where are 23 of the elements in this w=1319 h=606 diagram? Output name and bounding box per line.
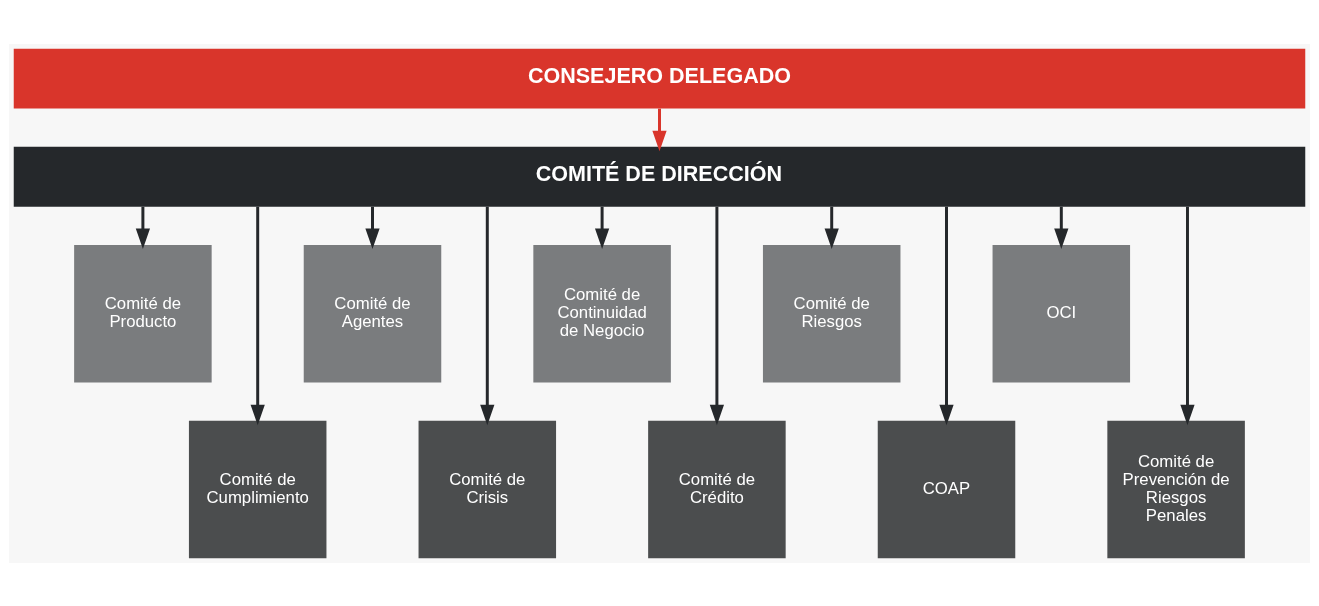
arrow	[1180, 206, 1195, 425]
node-box: Comité de Continuidad de Negocio	[533, 244, 671, 382]
node-box: Comité de Crédito	[648, 420, 786, 558]
node-box: CONSEJERO DELEGADO	[13, 48, 1306, 109]
node-box: Comité de Agentes	[303, 244, 442, 382]
arrow	[594, 206, 610, 249]
node-box: Comité de Riesgos	[762, 244, 901, 382]
arrow	[824, 206, 839, 249]
arrow	[250, 206, 265, 425]
node-box: Comité de Cumplimiento	[188, 420, 327, 558]
node-box: Comité de Prevención de Riesgos Penales	[1107, 420, 1245, 558]
arrow	[480, 206, 495, 425]
arrow	[709, 206, 725, 425]
node-box: Comité de Producto	[74, 244, 212, 382]
node-box: OCI	[992, 244, 1131, 382]
node-box: Comité de Crisis	[418, 420, 557, 558]
arrow	[365, 206, 380, 249]
node-box: COAP	[877, 420, 1016, 558]
arrow	[652, 108, 667, 151]
arrow	[939, 206, 954, 425]
arrow	[135, 206, 150, 249]
arrow	[1054, 206, 1069, 249]
node-box: COMITÉ DE DIRECCIÓN	[13, 146, 1306, 207]
